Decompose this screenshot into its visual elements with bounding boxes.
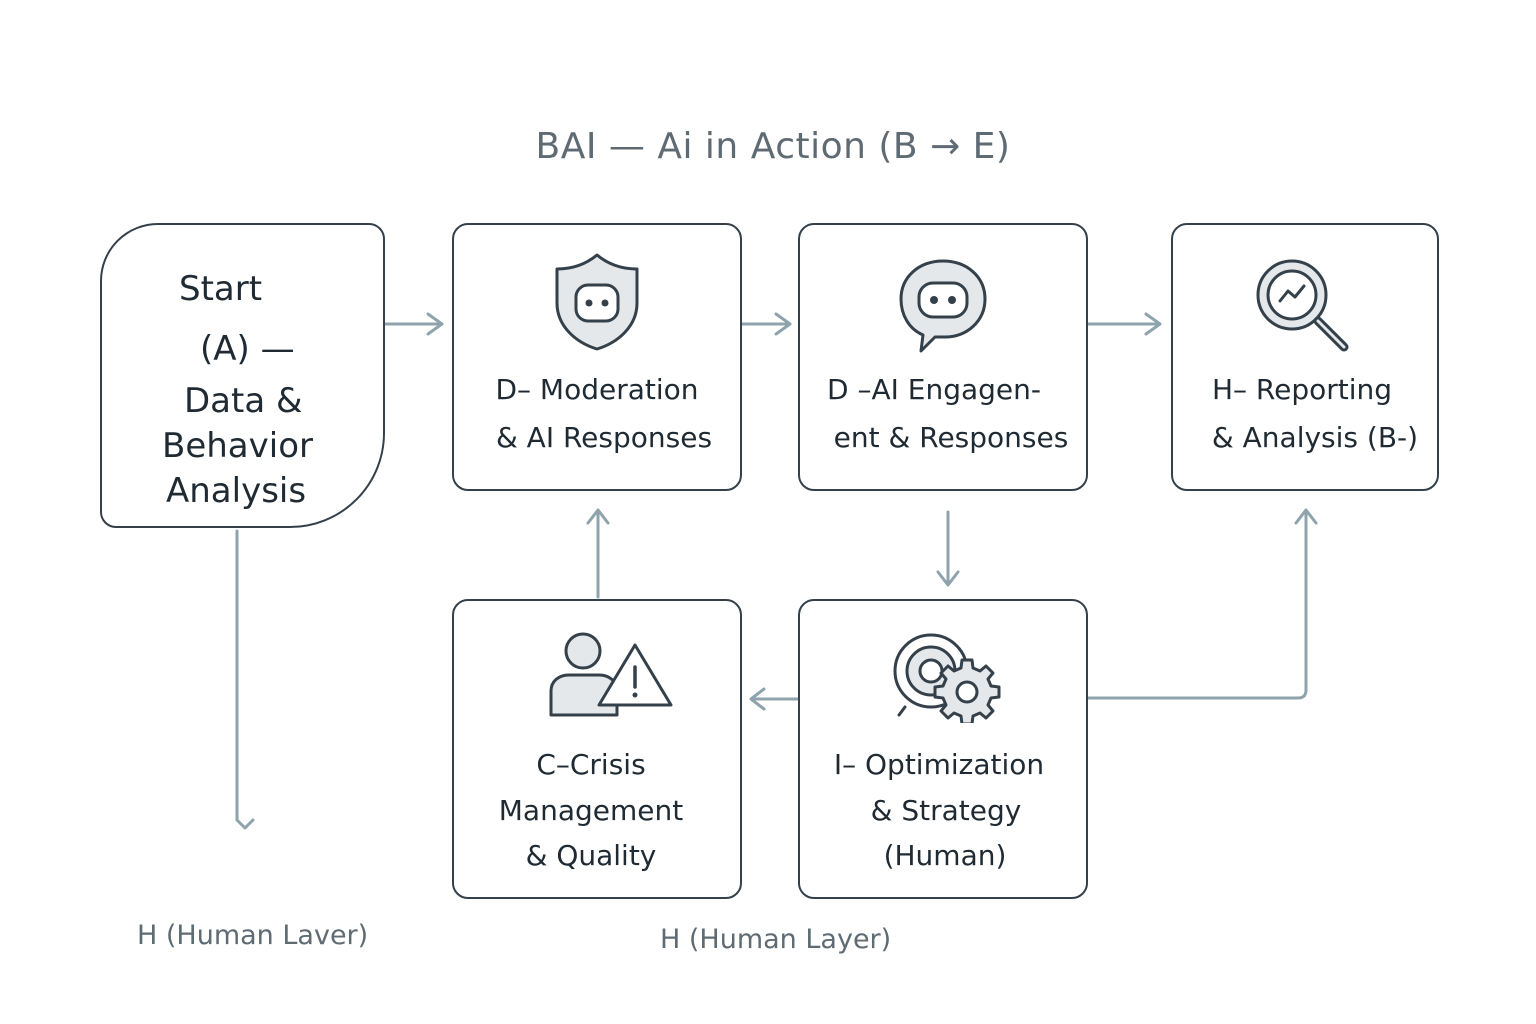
crisis-node-line: & Quality [525,839,657,872]
start-node-line: Start [179,269,263,309]
optimization-node-line: & Strategy [870,794,1022,827]
crisis-node-line: C–Crisis [536,748,646,781]
moderation-node: D– Moderation & AI Responses [452,223,742,491]
human-layer-label: H (Human Laver) [137,920,369,951]
arrow-optimization-to-crisis [749,687,800,711]
start-node: Start (A) — Data & Behavior Analysis [100,223,385,528]
shield-bot-icon [454,251,740,353]
moderation-node-line: & AI Responses [495,421,713,454]
moderation-node-line: D– Moderation [495,373,699,406]
reporting-node-line: & Analysis (B-) [1211,421,1419,454]
start-node-line: Behavior [162,426,313,466]
crisis-node-line: Management [498,794,684,827]
chat-bot-icon [800,257,1086,353]
engagement-node: D –AI Engagen- ent & Responses [798,223,1088,491]
arrow-crisis-to-moderation [586,508,610,599]
diagram-title: BAI — Ai in Action (B → E) [535,126,1011,167]
engagement-node-line: D –AI Engagen- [827,373,1041,406]
start-node-line: (A) — [200,329,295,369]
start-node-line: Data & [184,381,303,421]
magnifier-chart-icon [1167,255,1437,355]
arrow-moderation-to-engagement [740,312,792,336]
reporting-node-line: H– Reporting [1211,373,1393,406]
arrow-engagement-to-reporting [1086,312,1162,336]
arrow-start-to-moderation [384,312,444,336]
reporting-node: H– Reporting & Analysis (B-) [1171,223,1439,491]
crisis-node: C–Crisis Management & Quality [452,599,742,899]
arrow-optimization-to-reporting [1086,508,1318,700]
start-node-line: Analysis [166,471,307,511]
arrow-start-to-human-layer [235,529,255,830]
arrow-engagement-to-optimization [936,510,960,587]
optimization-node-line: (Human) [883,839,1007,872]
optimization-node: I– Optimization & Strategy (Human) [798,599,1088,899]
person-warning-icon [482,629,740,719]
human-layer-label: H (Human Layer) [660,924,892,955]
optimization-node-line: I– Optimization [833,748,1045,781]
engagement-node-line: ent & Responses [833,421,1069,454]
target-gear-icon [808,631,1086,723]
